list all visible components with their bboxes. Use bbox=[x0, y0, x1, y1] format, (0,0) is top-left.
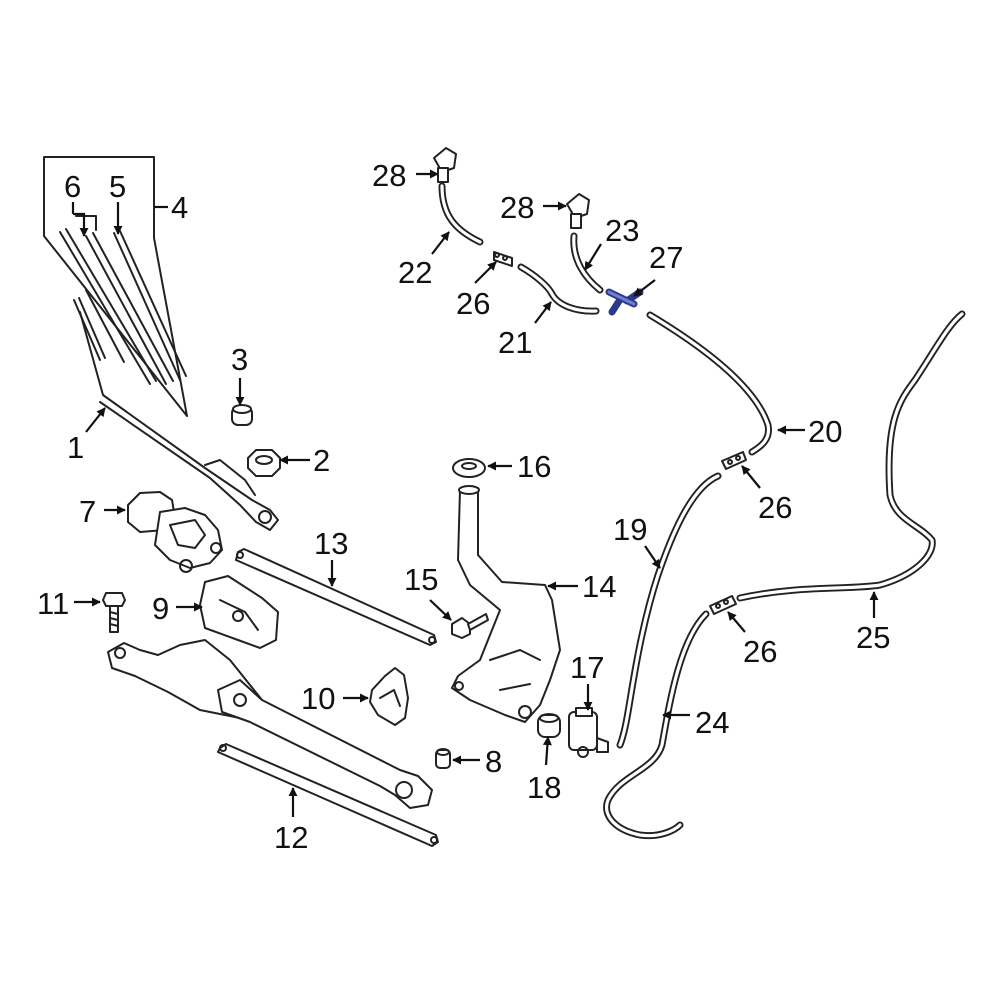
callout-2: 2 bbox=[313, 443, 330, 478]
callout-22: 22 bbox=[398, 255, 432, 290]
callout-26-upper: 26 bbox=[456, 286, 490, 321]
callout-27: 27 bbox=[649, 240, 683, 275]
callout-3: 3 bbox=[231, 342, 248, 377]
callout-16: 16 bbox=[517, 449, 551, 484]
callout-10: 10 bbox=[301, 681, 335, 716]
hose-connector-lower bbox=[709, 595, 737, 615]
callout-4: 4 bbox=[171, 190, 188, 225]
callout-14: 14 bbox=[582, 569, 616, 604]
wiper-linkage-frame bbox=[107, 639, 433, 809]
callout-18: 18 bbox=[527, 770, 561, 805]
link-rod-lower bbox=[217, 743, 439, 847]
washer-nozzle-left bbox=[433, 147, 457, 183]
callout-23: 23 bbox=[605, 213, 639, 248]
washer-reservoir bbox=[451, 485, 561, 723]
callout-17: 17 bbox=[570, 650, 604, 685]
wiper-arm bbox=[79, 311, 279, 531]
callout-21: 21 bbox=[498, 325, 532, 360]
callout-28-right: 28 bbox=[500, 190, 534, 225]
pump-grommet bbox=[537, 713, 561, 738]
leader-lines bbox=[71, 169, 879, 817]
callout-13: 13 bbox=[314, 526, 348, 561]
callout-25: 25 bbox=[856, 620, 890, 655]
callout-26-middle: 26 bbox=[758, 490, 792, 525]
bolt bbox=[102, 592, 126, 633]
callout-6: 6 bbox=[64, 169, 81, 204]
callout-19: 19 bbox=[613, 512, 647, 547]
callout-5: 5 bbox=[109, 169, 126, 204]
reservoir-bolt bbox=[451, 613, 489, 639]
wiper-blade-strips bbox=[59, 215, 187, 385]
callout-26-lower: 26 bbox=[743, 634, 777, 669]
motor-cover bbox=[369, 667, 409, 726]
arm-nut bbox=[247, 449, 281, 477]
callout-15: 15 bbox=[404, 562, 438, 597]
callout-labels: 1 2 3 4 5 6 7 8 9 10 11 12 13 14 15 16 1… bbox=[37, 158, 890, 855]
callout-11: 11 bbox=[37, 586, 69, 621]
wiper-blade-box bbox=[43, 156, 188, 417]
callout-24: 24 bbox=[695, 705, 729, 740]
callout-1: 1 bbox=[67, 430, 84, 465]
hose-connector-middle bbox=[721, 451, 747, 470]
callout-12: 12 bbox=[274, 820, 308, 855]
wiper-motor bbox=[127, 491, 223, 573]
link-rod-upper bbox=[235, 548, 437, 646]
washer-pump bbox=[568, 707, 609, 758]
callout-28-left: 28 bbox=[372, 158, 406, 193]
motor-bracket bbox=[199, 575, 279, 649]
hose-connector-upper bbox=[493, 251, 513, 267]
callout-7: 7 bbox=[79, 494, 96, 529]
washer-nozzle-right bbox=[566, 193, 590, 229]
arm-cap bbox=[231, 404, 253, 426]
bushing bbox=[435, 748, 451, 769]
callout-8: 8 bbox=[485, 744, 502, 779]
callout-20: 20 bbox=[808, 414, 842, 449]
reservoir-cap bbox=[452, 458, 486, 478]
washer-hoses bbox=[438, 182, 966, 840]
callout-9: 9 bbox=[152, 591, 169, 626]
